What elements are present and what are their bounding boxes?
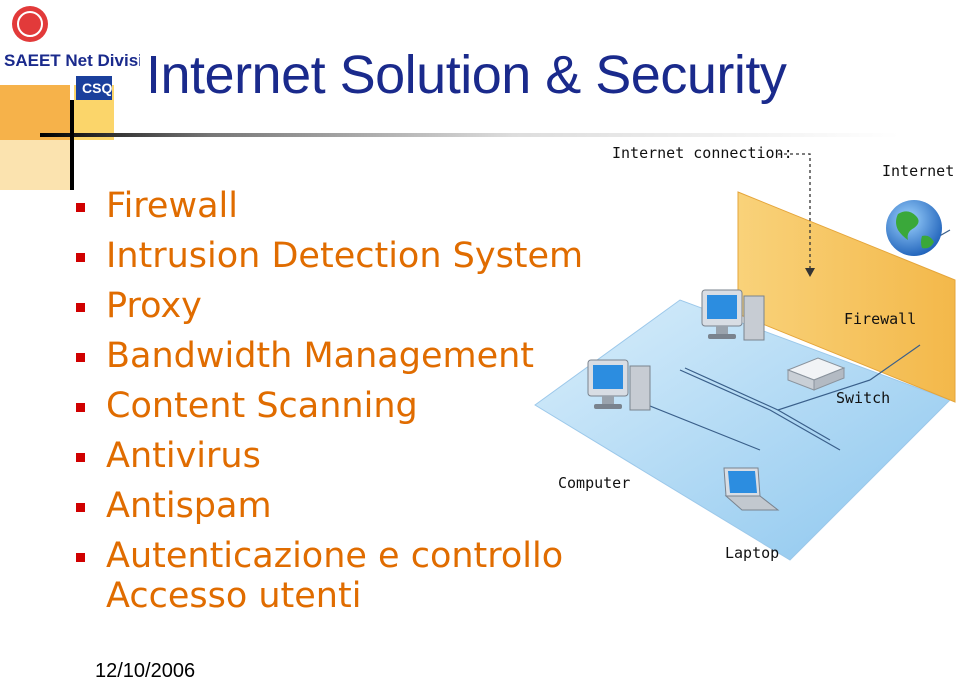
laptop-icon [723, 467, 780, 511]
bullet-marker [76, 253, 85, 262]
bullet-marker [76, 203, 85, 212]
computer-icon [587, 359, 651, 411]
switch-icon [786, 357, 846, 391]
seal-icon [12, 6, 48, 42]
bullet-item: Firewall [76, 181, 686, 231]
computer-icon [701, 289, 765, 341]
saeet-logo: SAEET Net Division CSQ [0, 0, 164, 190]
label-internet: Internet [882, 162, 954, 180]
slide-date: 12/10/2006 [95, 660, 196, 682]
internet-connection-line [778, 153, 811, 272]
firewall-wall [737, 191, 956, 403]
bullet-item: Antivirus [76, 431, 686, 481]
label-laptop: Laptop [725, 544, 779, 562]
label-internet-connection: Internet connection: [612, 144, 793, 162]
label-computer: Computer [558, 474, 630, 492]
bullet-item: Antispam [76, 481, 686, 531]
bullet-marker [76, 303, 85, 312]
slide-title: Internet Solution & Security [146, 45, 787, 105]
bullet-item: Intrusion Detection System [76, 231, 686, 281]
logo-brand: SAEET Net Division [4, 51, 140, 70]
bullet-marker [76, 403, 85, 412]
bullet-marker [76, 553, 85, 562]
bullet-marker [76, 503, 85, 512]
title-divider [40, 133, 900, 137]
logo-sub: CSQ [82, 80, 112, 96]
bullet-item: Autenticazione e controllo Accesso utent… [76, 531, 686, 616]
internet-globe-icon [886, 200, 942, 256]
bullet-marker [76, 353, 85, 362]
title-vertical-divider [70, 100, 74, 190]
bullet-item: Proxy [76, 281, 686, 331]
label-switch: Switch [836, 389, 890, 407]
bullet-marker [76, 453, 85, 462]
network-diagram: Internet connection: Internet Firewall S… [530, 140, 960, 580]
bullet-item: Bandwidth Management [76, 331, 686, 381]
bullet-list: Firewall Intrusion Detection System Prox… [76, 181, 686, 616]
bullet-item: Content Scanning [76, 381, 686, 431]
label-firewall: Firewall [844, 310, 916, 328]
